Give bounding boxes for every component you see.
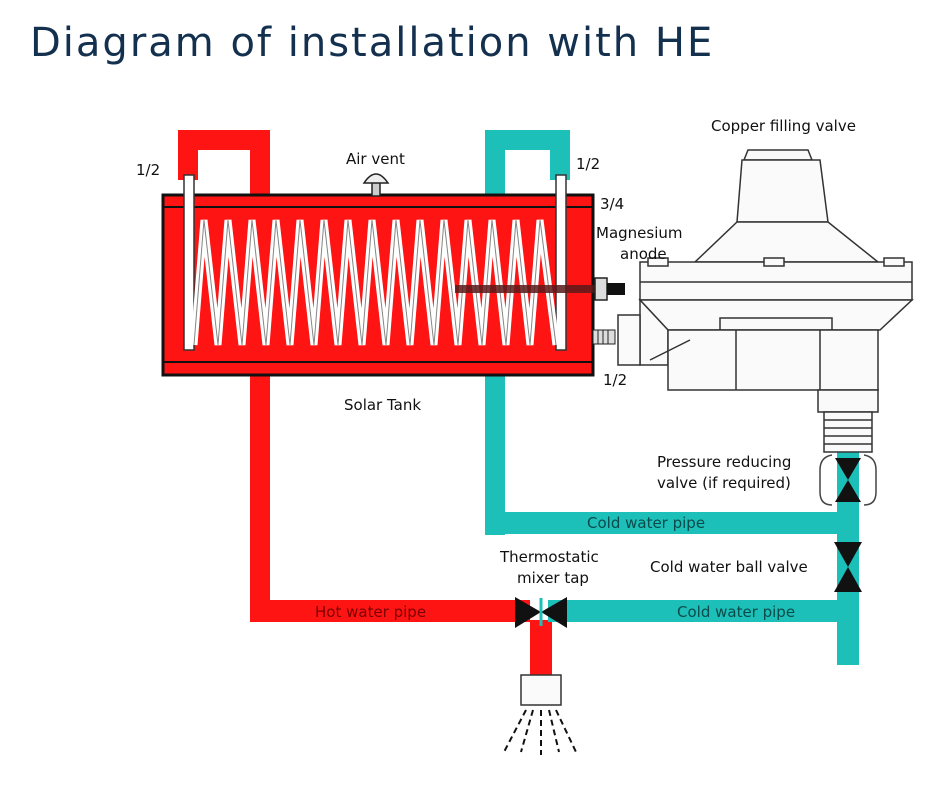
copper-filling-valve [617,149,914,453]
hot-water-pipe-label: Hot water pipe [315,603,426,621]
thermostatic-label-1: Thermostatic [499,548,599,566]
thermostatic-label-2: mixer tap [517,569,589,587]
half-inch-left-label: 1/2 [136,161,160,179]
magnesium-anode-rod [455,285,595,293]
copper-filling-valve-label: Copper filling valve [711,117,856,135]
cold-water-pipe-lower-label: Cold water pipe [677,603,795,621]
air-vent-label: Air vent [346,150,405,168]
cold-water-ball-valve-icon [834,542,862,592]
half-inch-bottom-label: 1/2 [603,371,627,389]
half-inch-right-label: 1/2 [576,155,600,173]
solar-tank [161,174,625,377]
three-quarter-label: 3/4 [600,195,624,213]
air-vent-icon [362,173,390,197]
pressure-reducing-label-2: valve (if required) [657,474,791,492]
solar-tank-label: Solar Tank [344,396,421,414]
page-title: Diagram of installation with HE [30,20,715,66]
thermostatic-mixer-tap-icon [515,597,567,628]
pressure-reducing-valve-icon [819,454,877,506]
shower-head-icon [503,674,577,755]
cold-water-pipe-upper-label: Cold water pipe [587,514,705,532]
magnesium-label: Magnesium [596,224,683,242]
hot-water-pipe [178,130,552,675]
pressure-reducing-label-1: Pressure reducing [657,453,791,471]
cold-water-ball-valve-label: Cold water ball valve [650,558,808,576]
anode-label: anode [620,245,667,263]
